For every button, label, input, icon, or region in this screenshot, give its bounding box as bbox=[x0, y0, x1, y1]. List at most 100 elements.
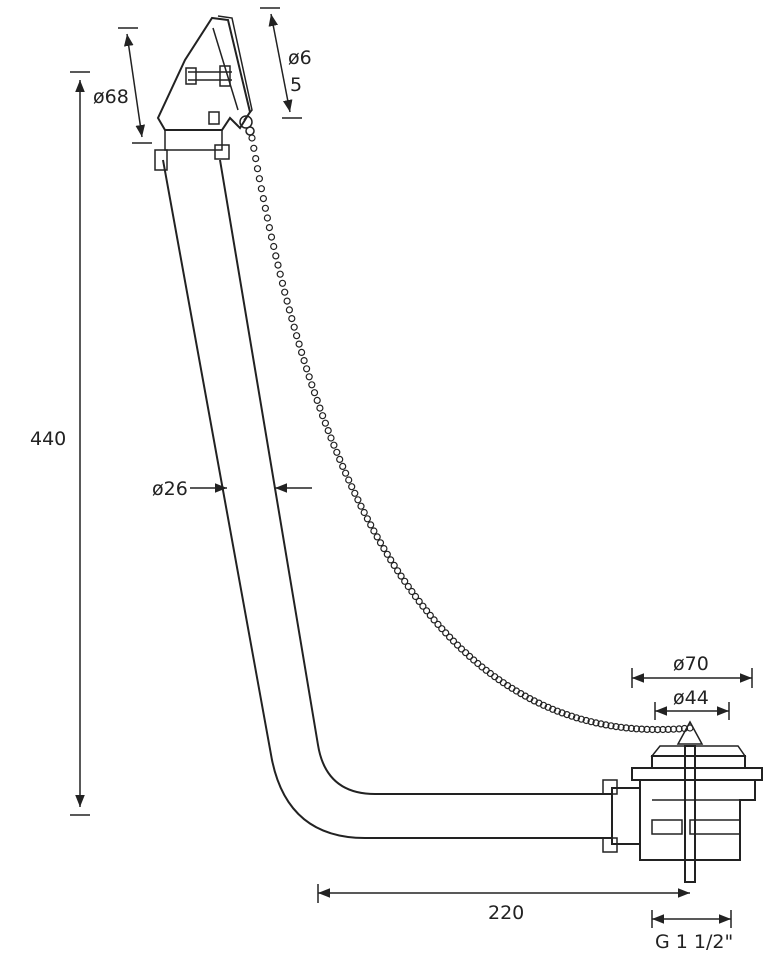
chain-bead bbox=[470, 656, 478, 664]
dimension-overflow-diameter: ø68 bbox=[93, 27, 152, 144]
chain-bead bbox=[648, 725, 656, 734]
chain-bead bbox=[643, 725, 651, 734]
chain-bead bbox=[336, 455, 344, 463]
dimension-chain-ring-label: ø6 bbox=[288, 47, 312, 69]
chain-bead bbox=[367, 521, 375, 529]
chain-bead bbox=[404, 582, 412, 591]
chain-bead bbox=[380, 544, 388, 553]
chain-bead bbox=[426, 611, 434, 620]
chain-bead bbox=[339, 462, 347, 470]
chain-bead bbox=[354, 496, 362, 504]
dimension-overflow-diameter-label: ø68 bbox=[93, 86, 129, 108]
chain-bead bbox=[300, 357, 308, 365]
overflow-pipe bbox=[162, 159, 612, 839]
chain-bead bbox=[283, 297, 291, 305]
overflow-head bbox=[154, 15, 255, 171]
chain-bead bbox=[253, 165, 262, 173]
chain-bead bbox=[462, 649, 470, 657]
chain-bead bbox=[622, 724, 630, 732]
chain-bead bbox=[387, 556, 395, 564]
chain-bead bbox=[330, 441, 338, 449]
dimension-plug-inner-label: ø44 bbox=[673, 687, 709, 709]
chain-bead bbox=[252, 155, 260, 163]
dimension-thread-label: G 1 1/2" bbox=[655, 931, 733, 953]
chain-bead bbox=[360, 508, 368, 517]
chain-bead bbox=[270, 242, 278, 251]
chain-bead bbox=[390, 561, 398, 570]
chain-bead bbox=[285, 306, 293, 314]
chain-bead bbox=[607, 722, 615, 730]
chain-bead bbox=[310, 389, 319, 397]
dimension-horizontal-length-label: 220 bbox=[488, 902, 524, 924]
dimension-height-label: 440 bbox=[30, 428, 66, 450]
chain-bead bbox=[316, 404, 324, 412]
chain-bead bbox=[373, 533, 381, 541]
dimension-thread: G 1 1/2" bbox=[651, 910, 733, 953]
chain-bead bbox=[632, 725, 641, 733]
chain-bead bbox=[308, 381, 316, 389]
chain-bead bbox=[602, 721, 610, 729]
chain-bead bbox=[423, 607, 431, 615]
chain-bead bbox=[453, 641, 462, 649]
chain-bead bbox=[617, 723, 625, 731]
chain-bead bbox=[357, 502, 365, 510]
chain-bead bbox=[278, 279, 287, 287]
chain-bead bbox=[293, 332, 301, 340]
chain-bead bbox=[259, 195, 267, 203]
chain-bead bbox=[250, 144, 258, 152]
chain-bead bbox=[446, 633, 454, 641]
chain-bead bbox=[572, 714, 581, 722]
chain-bead bbox=[419, 602, 427, 610]
chain-bead bbox=[276, 270, 284, 278]
chain-bead bbox=[267, 233, 276, 241]
chain-bead bbox=[415, 597, 423, 606]
chain-bead bbox=[263, 214, 271, 222]
chain-bead bbox=[430, 616, 438, 624]
chain-bead bbox=[568, 712, 576, 720]
chain-bead bbox=[274, 261, 282, 269]
chain-bead bbox=[563, 710, 571, 719]
chain-bead bbox=[290, 323, 298, 331]
chain-bead bbox=[401, 577, 409, 585]
chain-bead bbox=[272, 252, 280, 260]
chain-bead bbox=[257, 185, 265, 193]
chain-bead bbox=[303, 365, 311, 373]
chain-bead bbox=[499, 679, 507, 687]
dimension-plug-inner: ø44 bbox=[654, 687, 730, 720]
dimension-plug-outer-label: ø70 bbox=[673, 653, 709, 675]
chain-bead bbox=[363, 515, 371, 523]
chain-bead bbox=[582, 716, 590, 725]
chain-bead bbox=[411, 592, 420, 601]
chain-bead bbox=[638, 725, 646, 733]
chain-bead bbox=[321, 419, 329, 427]
chain-bead bbox=[449, 637, 458, 645]
chain-bead bbox=[333, 448, 341, 456]
chain-bead bbox=[348, 483, 356, 491]
chain-bead bbox=[466, 652, 474, 661]
chain-bead bbox=[324, 427, 332, 435]
chain-bead bbox=[442, 629, 450, 637]
chain-bead bbox=[327, 434, 335, 442]
chain-bead bbox=[370, 527, 378, 535]
chain-bead bbox=[376, 539, 385, 547]
chain-bead bbox=[313, 396, 321, 404]
chain-bead bbox=[261, 204, 269, 212]
chain-bead bbox=[255, 175, 263, 183]
chain-bead bbox=[397, 572, 405, 580]
chain-bead bbox=[265, 224, 273, 232]
chain-bead bbox=[434, 620, 442, 629]
chain-bead bbox=[248, 134, 256, 142]
chain-bead bbox=[558, 709, 566, 717]
dimension-chain-ring-second-label: 5 bbox=[290, 74, 302, 96]
ball-chain bbox=[248, 134, 694, 734]
chain-bead bbox=[342, 469, 350, 477]
chain-bead bbox=[408, 587, 416, 596]
chain-bead bbox=[305, 373, 313, 381]
dimension-pipe-diameter-label: ø26 bbox=[152, 478, 188, 500]
chain-bead bbox=[627, 724, 636, 733]
dimension-plug-outer: ø70 bbox=[631, 653, 753, 688]
waste-outlet bbox=[602, 779, 756, 861]
chain-bead bbox=[295, 340, 303, 348]
chain-bead bbox=[298, 348, 306, 356]
